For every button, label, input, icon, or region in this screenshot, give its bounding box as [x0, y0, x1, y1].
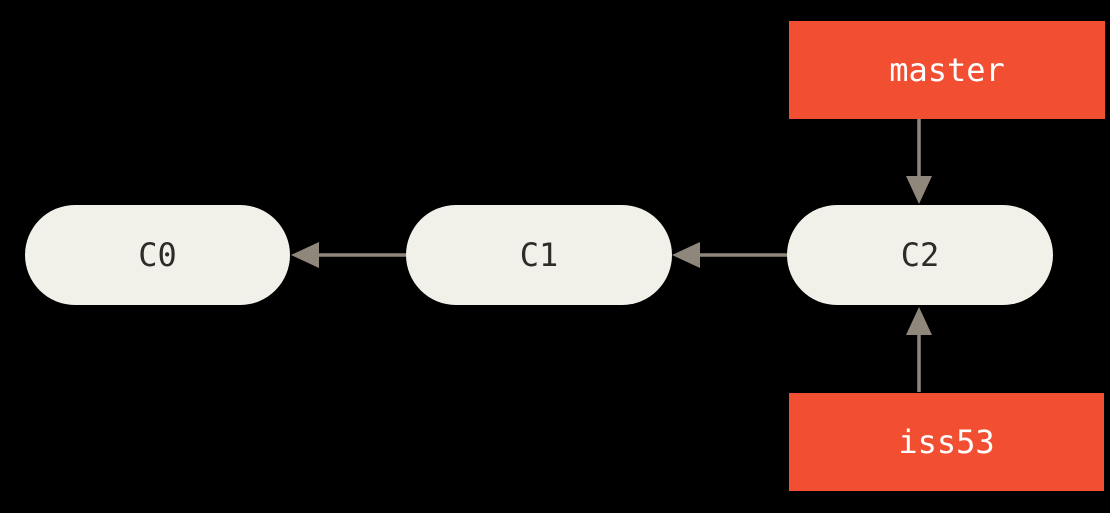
commit-c0-text: C0 — [138, 236, 177, 274]
commit-node-c0: C0 — [25, 205, 290, 305]
arrow-c1-to-c0 — [291, 242, 406, 268]
commit-node-c2: C2 — [787, 205, 1053, 305]
branch-iss53-text: iss53 — [898, 423, 995, 461]
arrow-iss53-to-c2 — [906, 307, 932, 392]
commit-c1-text: C1 — [519, 236, 559, 274]
branch-master-text: master — [889, 51, 1005, 89]
branch-label-iss53: iss53 — [789, 393, 1104, 491]
arrow-master-to-c2 — [906, 119, 932, 204]
arrow-c2-to-c1 — [672, 242, 787, 268]
branch-label-master: master — [789, 21, 1105, 119]
commit-c2-text: C2 — [900, 236, 940, 274]
commit-node-c1: C1 — [406, 205, 672, 305]
